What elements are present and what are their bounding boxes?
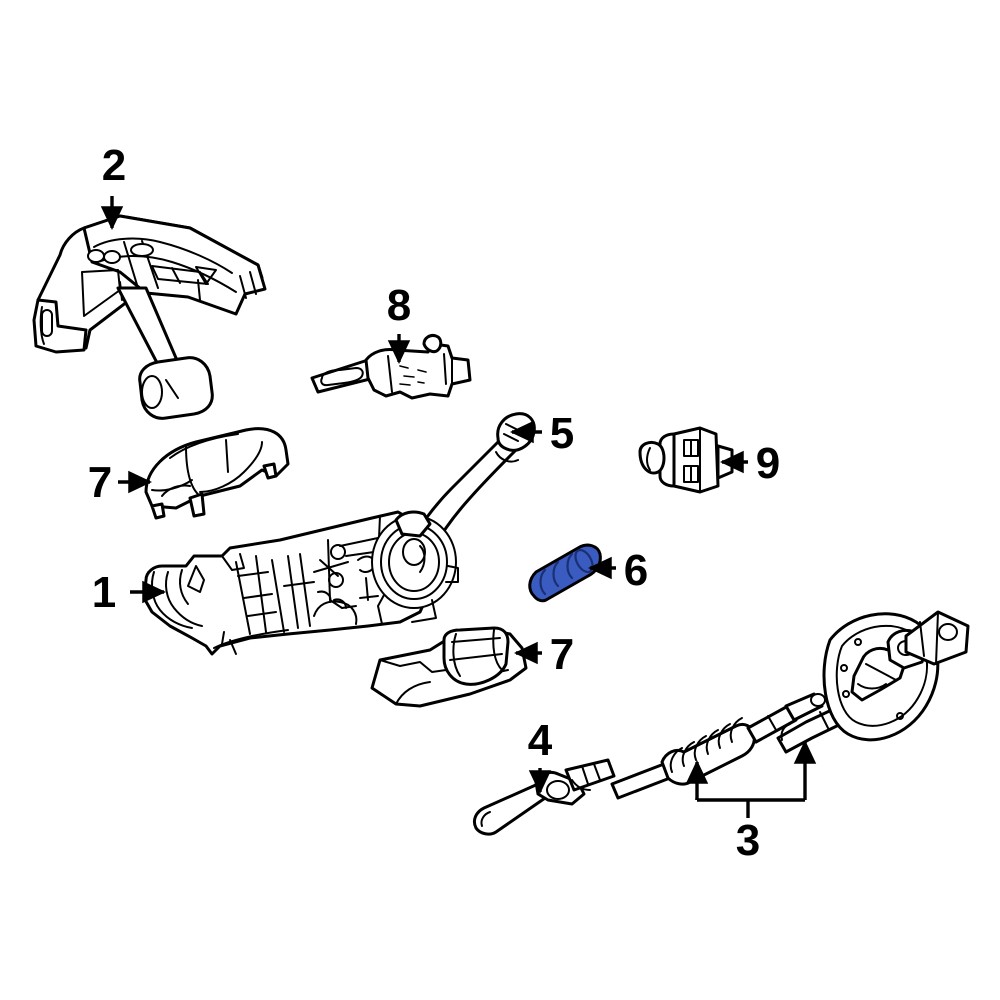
callout-3-number: 3 (736, 816, 760, 865)
callout-1[interactable]: 1 (92, 568, 167, 617)
callout-9-number: 9 (756, 439, 780, 488)
part-2-column-mounting-bracket[interactable] (32, 214, 267, 420)
part-7-upper-column-shroud-cover[interactable] (144, 427, 290, 520)
part-9-column-switch-connector[interactable] (638, 426, 734, 494)
callout-7-upper[interactable]: 7 (88, 458, 153, 507)
callout-7-lower[interactable]: 7 (513, 630, 574, 679)
callout-5[interactable]: 5 (509, 409, 574, 458)
callout-1-number: 1 (92, 568, 116, 617)
callout-7-lower-number: 7 (550, 630, 574, 679)
callout-4[interactable]: 4 (528, 716, 553, 795)
part-8-ignition-key-lock-cylinder[interactable] (310, 334, 472, 400)
callout-7-upper-number: 7 (88, 458, 112, 507)
callout-4-number: 4 (528, 716, 553, 765)
callout-6[interactable]: 6 (587, 546, 648, 595)
part-7-lower-column-shroud-cover[interactable] (370, 626, 528, 708)
callout-9[interactable]: 9 (719, 439, 780, 488)
callout-3[interactable]: 3 (685, 739, 817, 865)
callout-2-number: 2 (102, 141, 126, 190)
part-6-column-shaft-bushing-sleeve[interactable] (528, 543, 602, 603)
callout-8-number: 8 (387, 281, 411, 330)
part-3-intermediate-shaft-and-boot[interactable] (610, 610, 970, 800)
part-1-steering-column-assembly[interactable] (142, 510, 459, 656)
callout-2[interactable]: 2 (100, 141, 126, 231)
callout-8[interactable]: 8 (387, 281, 411, 365)
callout-6-number: 6 (624, 546, 648, 595)
part-4-lower-universal-joint-shaft[interactable] (472, 758, 616, 836)
callout-5-number: 5 (550, 409, 574, 458)
